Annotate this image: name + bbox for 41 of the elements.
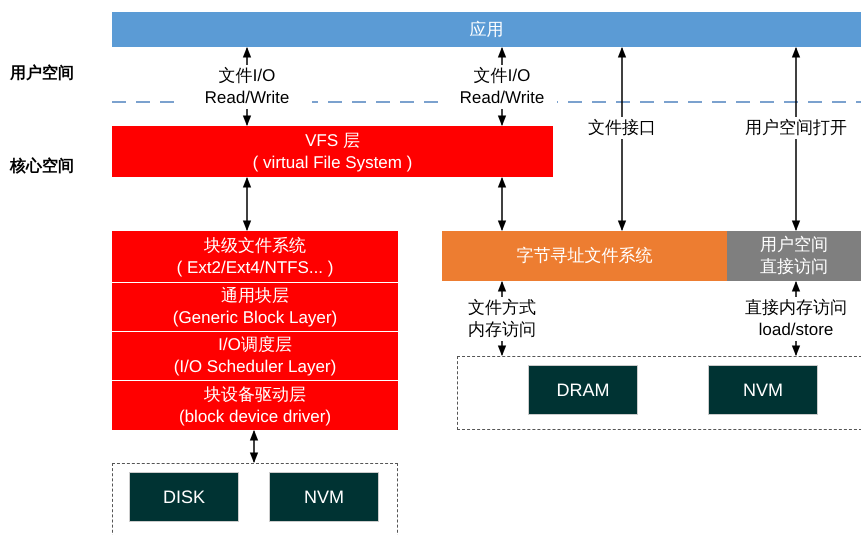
arrow <box>618 46 626 232</box>
box-text: (Generic Block Layer) <box>172 307 338 329</box>
box-text: 字节寻址文件系统 <box>516 245 652 268</box>
device-box <box>129 472 239 522</box>
layer-bar <box>112 12 861 47</box>
region-label: 核心空间 <box>10 156 74 177</box>
layer-box <box>442 231 727 281</box>
arrow <box>498 176 506 232</box>
arrow <box>242 176 252 232</box>
edge-label: 文件方式内存访问 <box>466 296 538 340</box>
layer-box <box>112 231 398 282</box>
layer-box <box>112 381 398 430</box>
box-text: NVM <box>743 378 783 402</box>
box-text: 块级文件系统 <box>204 234 306 256</box>
layer-box <box>112 332 398 380</box>
box-text: ( virtual File System ) <box>252 152 412 174</box>
box-text: DISK <box>162 486 205 508</box>
box-text: (I/O Scheduler Layer) <box>174 356 336 378</box>
layer-box <box>727 231 861 281</box>
box-text: VFS 层 <box>305 130 360 152</box>
dashed-container <box>457 356 861 430</box>
box-text: ( Ext2/Ext4/NTFS... ) <box>176 256 334 278</box>
edge-label: 文件I/O Read/Write <box>182 64 312 108</box>
box-text: NVM <box>304 486 344 508</box>
box-text: DRAM <box>556 378 610 402</box>
box-text: 应用 <box>470 18 504 41</box>
layer-box <box>112 126 553 177</box>
arrow <box>250 430 258 464</box>
layer-box <box>112 283 398 331</box>
device-box <box>528 365 638 415</box>
box-text: 通用块层 <box>221 285 289 307</box>
box-text: I/O调度层 <box>218 334 292 356</box>
box-text: 用户空间直接访问 <box>759 234 829 278</box>
arrow <box>792 46 800 232</box>
box-text: 块设备驱动层 <box>204 384 306 406</box>
region-label: 用户空间 <box>10 63 74 84</box>
dashed-container <box>112 463 398 535</box>
device-box <box>708 365 818 415</box>
box-text: (block device driver) <box>178 406 332 428</box>
edge-label: 文件I/O Read/Write <box>447 64 557 108</box>
device-box <box>269 472 379 522</box>
